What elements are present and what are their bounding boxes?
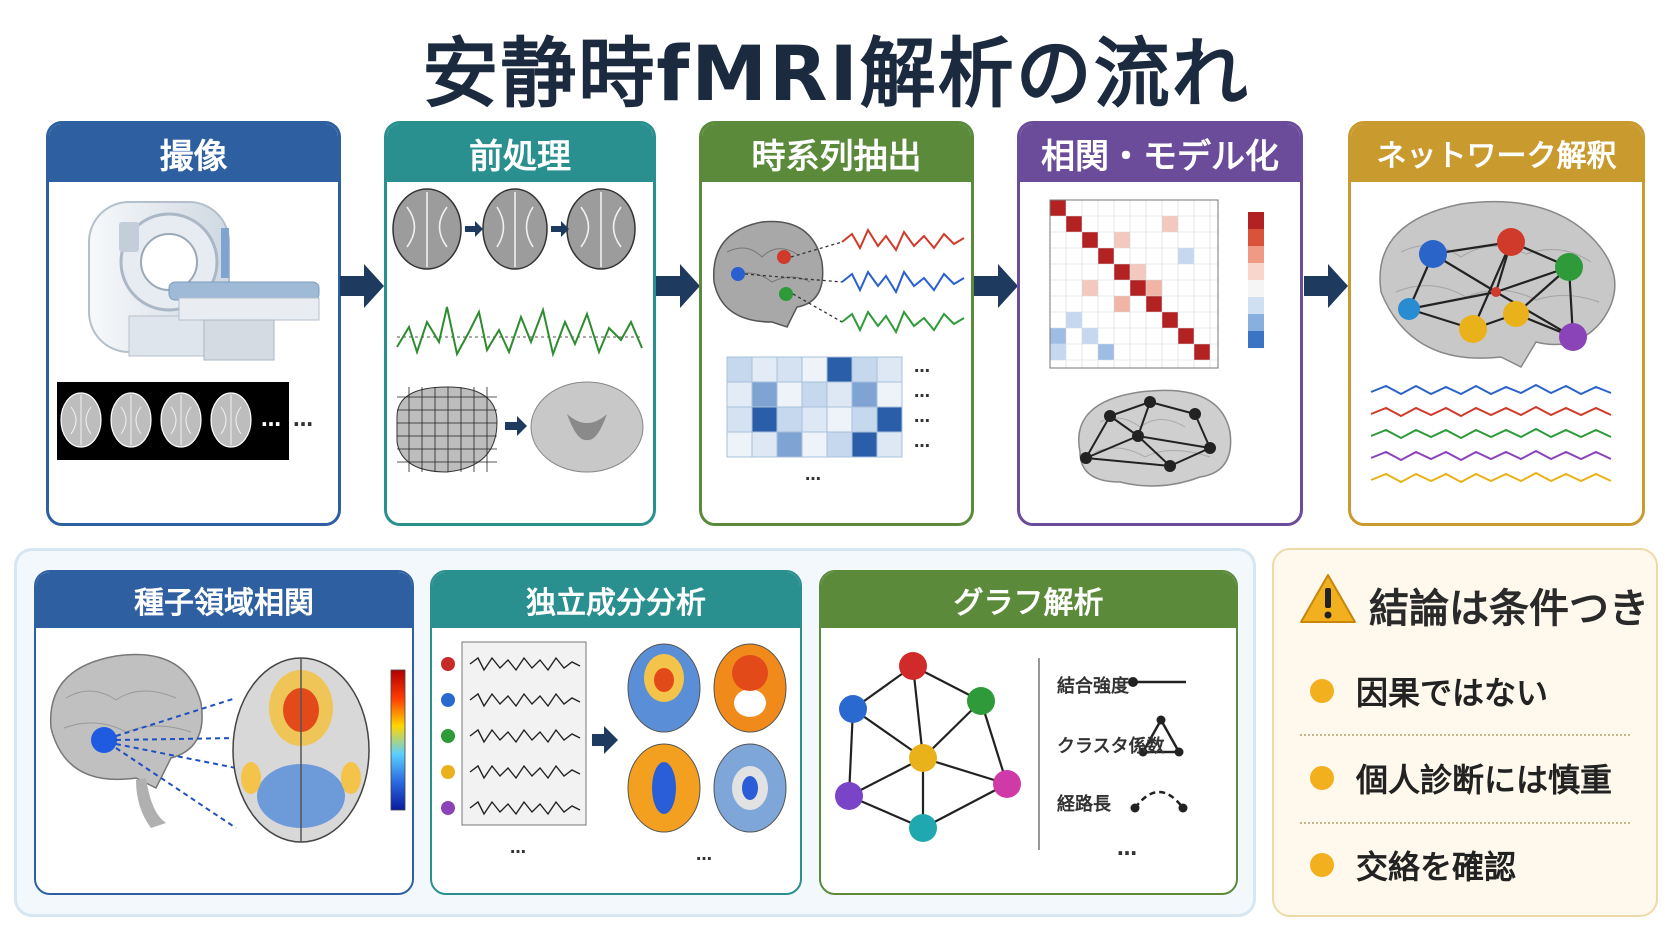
- conclusion-title: 結論は条件つき: [1369, 586, 1649, 632]
- step-card-timeseries: 時系列抽出 … … … … …: [699, 121, 974, 526]
- ellipsis-text: …: [914, 357, 930, 376]
- conclusion-item: 個人診断には慎重: [1310, 755, 1612, 801]
- step-card-correlation: 相関・モデル化: [1017, 121, 1303, 526]
- flow-arrow-icon: [656, 264, 700, 308]
- flow-arrow-icon: [1304, 264, 1348, 308]
- correlation-illustration: [1049, 199, 1264, 487]
- conclusion-item: 交絡を確認: [1310, 842, 1516, 888]
- timeseries-illustration: … … … … …: [713, 220, 965, 484]
- preprocessing-illustration: [392, 188, 644, 473]
- conclusion-panel: 結論は条件つき 因果ではない 個人診断には慎重 交絡を確認: [1272, 548, 1658, 917]
- bullet-icon: [1310, 679, 1334, 703]
- ellipsis-text: …: [914, 382, 930, 401]
- step-card-preprocessing: 前処理: [384, 121, 656, 526]
- ellipsis-text: …: [293, 407, 313, 431]
- step-card-imaging: 撮像: [46, 121, 341, 526]
- legend-strength: 結合強度: [1057, 676, 1129, 697]
- method-card-ica: 独立成分分析 … …: [430, 570, 802, 895]
- warning-icon: [1300, 574, 1356, 623]
- legend-clustering: クラスタ係数: [1057, 736, 1165, 757]
- bullet-icon: [1310, 766, 1334, 790]
- mri-scanner-illustration: … …: [57, 201, 320, 460]
- network-illustration: [1370, 201, 1616, 484]
- method-card-seed: 種子領域相関: [34, 570, 414, 895]
- bullet-icon: [1310, 853, 1334, 877]
- flow-arrow-icon: [974, 264, 1018, 308]
- method-header-graph: グラフ解析: [821, 572, 1236, 628]
- step-header-preprocessing: 前処理: [387, 124, 653, 182]
- ellipsis-text: …: [805, 465, 821, 484]
- legend-path-length: 経路長: [1057, 794, 1111, 815]
- seed-correlation-illustration: [49, 653, 406, 843]
- ellipsis-text: …: [914, 407, 930, 426]
- ellipsis-text: …: [914, 432, 930, 451]
- page-title: 安静時fMRI解析の流れ: [422, 29, 1250, 118]
- ica-illustration: … …: [441, 641, 787, 864]
- step-header-network: ネットワーク解釈: [1351, 124, 1642, 182]
- divider: [1300, 734, 1630, 736]
- method-header-ica: 独立成分分析: [432, 572, 800, 628]
- method-header-seed: 種子領域相関: [36, 572, 412, 628]
- step-header-correlation: 相関・モデル化: [1020, 124, 1300, 182]
- step-card-network: ネットワーク解釈: [1348, 121, 1645, 526]
- legend-more: …: [1117, 836, 1137, 860]
- divider: [1300, 822, 1630, 824]
- flow-arrow-icon: [340, 264, 384, 308]
- ellipsis-text: …: [696, 845, 712, 864]
- graph-illustration: [835, 652, 1188, 850]
- conclusion-item: 因果ではない: [1310, 668, 1548, 714]
- ellipsis-text: …: [510, 838, 526, 857]
- step-header-imaging: 撮像: [49, 124, 338, 182]
- method-card-graph: グラフ解析 結合強度 クラスタ係数 経路長 …: [819, 570, 1238, 895]
- step-header-timeseries: 時系列抽出: [702, 124, 971, 182]
- ellipsis-text: …: [261, 407, 281, 431]
